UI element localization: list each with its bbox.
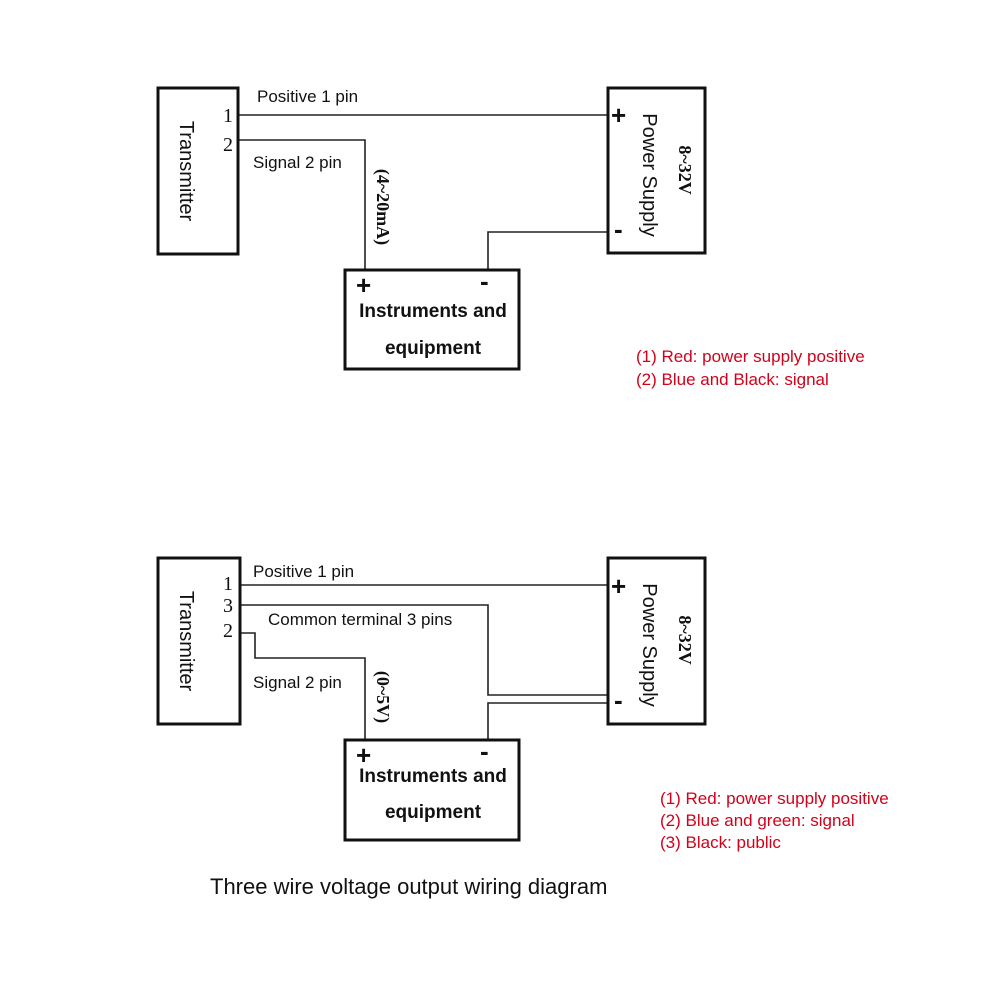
instrument-plus-sign: + [356, 270, 371, 300]
voltage-label: 8~32V [675, 145, 695, 194]
instrument-plus-sign: + [356, 740, 371, 770]
note-line: (2) Blue and green: signal [660, 811, 855, 830]
pin-3-number: 3 [223, 595, 233, 617]
power-plus-sign: + [611, 100, 626, 130]
signal-wire [238, 139, 366, 270]
transmitter-label: Transmitter [175, 121, 197, 222]
return-wire [487, 702, 608, 740]
power-supply-label: Power Supply [638, 113, 660, 236]
instrument-label-line1: Instruments and [359, 301, 507, 322]
voltage-output-diagram: Transmitter 1 3 2 + - Power Supply 8~32V… [156, 556, 889, 852]
transmitter-label: Transmitter [175, 591, 197, 692]
positive-pin-label: Positive 1 pin [257, 87, 358, 106]
instrument-label-line2: equipment [385, 802, 482, 823]
power-minus-sign: - [614, 685, 623, 715]
power-plus-sign: + [611, 571, 626, 601]
signal-pin-label: Signal 2 pin [253, 153, 342, 172]
transmitter-box [156, 86, 240, 256]
instrument-label-line1: Instruments and [359, 766, 507, 787]
note-line: (3) Black: public [660, 833, 781, 852]
transmitter-box [156, 556, 242, 726]
voltage-label: 8~32V [675, 615, 695, 664]
instrument-box [343, 738, 521, 842]
diagram-caption: Three wire voltage output wiring diagram [210, 874, 607, 899]
note-line: (1) Red: power supply positive [660, 789, 889, 808]
current-range-label: (4~20mA) [372, 169, 393, 245]
common-wire [240, 604, 608, 696]
return-wire [487, 231, 608, 270]
voltage-range-label: (0~5V) [372, 671, 393, 723]
pin-2-number: 2 [223, 134, 233, 156]
common-pin-label: Common terminal 3 pins [268, 610, 452, 629]
instrument-minus-sign: - [480, 266, 489, 296]
signal-wire [240, 632, 366, 740]
note-line: (2) Blue and Black: signal [636, 370, 829, 389]
power-minus-sign: - [614, 214, 623, 244]
instrument-minus-sign: - [480, 736, 489, 766]
pin-1-number: 1 [223, 573, 233, 595]
signal-pin-label: Signal 2 pin [253, 673, 342, 692]
note-line: (1) Red: power supply positive [636, 347, 865, 366]
power-supply-label: Power Supply [638, 583, 660, 706]
current-output-diagram: Transmitter 1 2 + - Power Supply 8~32V +… [156, 86, 865, 389]
pin-2-number: 2 [223, 620, 233, 642]
instrument-label-line2: equipment [385, 338, 482, 359]
power-supply-box [606, 86, 707, 255]
instrument-box [343, 268, 521, 371]
pin-1-number: 1 [223, 105, 233, 127]
power-supply-box [606, 556, 707, 726]
positive-pin-label: Positive 1 pin [253, 562, 354, 581]
